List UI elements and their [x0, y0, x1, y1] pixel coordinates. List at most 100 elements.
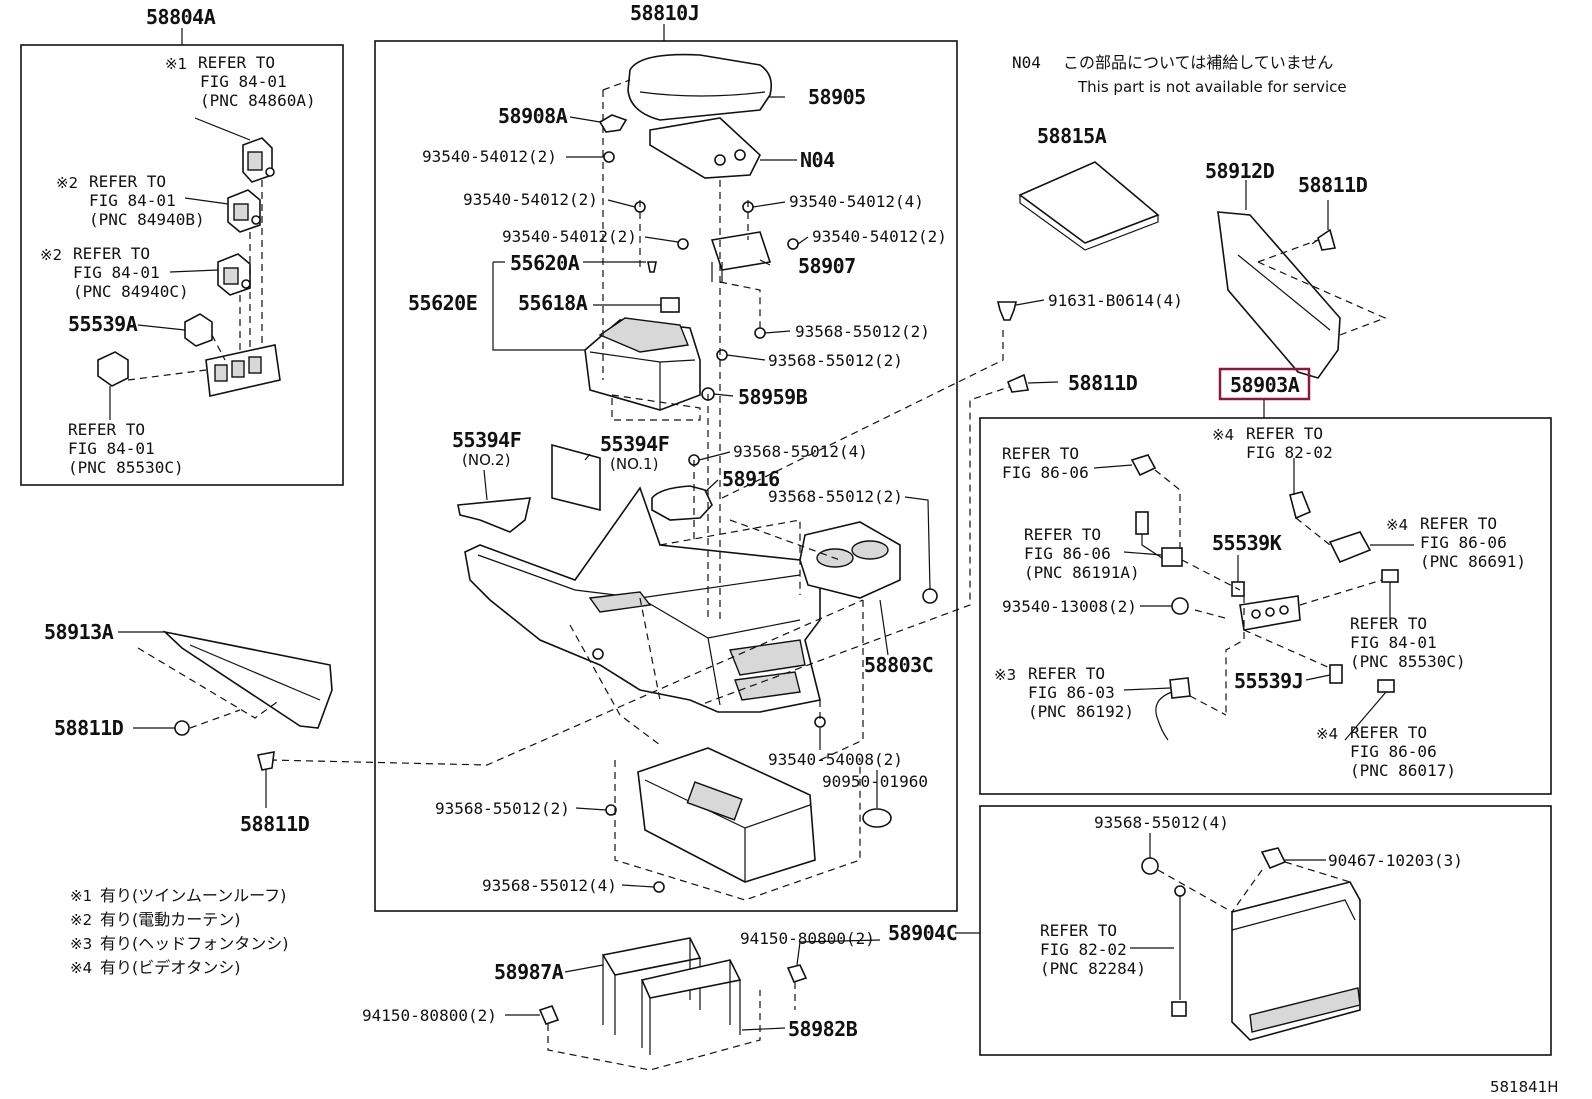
- svg-text:FIG 86-06: FIG 86-06: [1024, 544, 1111, 563]
- pad-55394F-no2: [457, 497, 532, 533]
- svg-text:※4: ※4: [70, 959, 92, 977]
- console-rear-58904C: [1231, 881, 1361, 1041]
- label-58907: 58907: [798, 254, 856, 278]
- label-58810J: 58810J: [630, 1, 699, 25]
- svg-text:N04: N04: [1012, 53, 1041, 72]
- svg-text:REFER TO: REFER TO: [1028, 664, 1105, 683]
- label-58905: 58905: [808, 85, 866, 109]
- group-box-58904C: [979, 805, 1552, 1056]
- svg-text:有り(電動カーテン): 有り(電動カーテン): [100, 910, 241, 929]
- svg-text:(PNC 84860A): (PNC 84860A): [200, 91, 316, 110]
- refer-86192: ※3 REFER TO FIG 86-03 (PNC 86192): [994, 664, 1134, 721]
- console-inner-box-55620E: [584, 317, 701, 411]
- svg-text:FIG 86-03: FIG 86-03: [1028, 683, 1115, 702]
- group-box-58810J: [374, 40, 958, 912]
- grommet-90950-01960: [862, 808, 892, 828]
- label-93540-54012-2d: 93540-54012(2): [812, 227, 947, 246]
- refer-82-02: ※4 REFER TO FIG 82-02: [1212, 424, 1333, 462]
- svg-text:※2: ※2: [40, 246, 62, 264]
- svg-text:This part is not available for: This part is not available for service: [1077, 78, 1347, 96]
- svg-text:FIG 86-06: FIG 86-06: [1350, 742, 1437, 761]
- label-58811D-d: 58811D: [240, 812, 310, 836]
- hinge-58907: [710, 231, 772, 282]
- label-90467-10203-3: 90467-10203(3): [1328, 851, 1463, 870]
- refer-82284: REFER TO FIG 82-02 (PNC 82284): [1040, 921, 1146, 978]
- svg-text:REFER TO: REFER TO: [89, 172, 166, 191]
- svg-text:FIG 86-06: FIG 86-06: [1002, 463, 1089, 482]
- availability-note: N04 この部品については補給していません This part is not a…: [1012, 53, 1347, 96]
- clip-58811D-a: [1317, 228, 1337, 251]
- svg-text:この部品については補給していません: この部品については補給していません: [1063, 53, 1333, 72]
- label-93568-55012-2c: 93568-55012(2): [768, 487, 903, 506]
- svg-text:(PNC 86017): (PNC 86017): [1350, 761, 1456, 780]
- svg-text:(PNC 86691): (PNC 86691): [1420, 552, 1526, 571]
- label-94150-80800-2b: 94150-80800(2): [362, 1006, 497, 1025]
- switch-84940C: [217, 253, 251, 296]
- svg-text:REFER TO: REFER TO: [1040, 921, 1117, 940]
- refer-86017: ※4 REFER TO FIG 86-06 (PNC 86017): [1316, 723, 1456, 780]
- svg-text:FIG 84-01: FIG 84-01: [89, 191, 176, 210]
- svg-text:FIG 84-01: FIG 84-01: [68, 439, 155, 458]
- nut-94150-80800-b: [538, 1005, 560, 1025]
- footnotes: ※1 有り(ツインムーンルーフ) ※2 有り(電動カーテン) ※3 有り(ヘッド…: [70, 886, 289, 977]
- pad-58916: [651, 485, 713, 521]
- connector-82-02: [1289, 491, 1312, 520]
- svg-text:REFER TO: REFER TO: [1246, 424, 1323, 443]
- nut-90467-10203: [1260, 847, 1287, 870]
- nut-94150-80800-a: [786, 964, 808, 983]
- screw-93540-13008: [1171, 597, 1189, 615]
- svg-text:(PNC 86192): (PNC 86192): [1028, 702, 1134, 721]
- harness-86192: [1155, 677, 1191, 741]
- svg-text:REFER TO: REFER TO: [198, 53, 275, 72]
- label-no2: (NO.2): [462, 451, 510, 469]
- svg-text:※2: ※2: [70, 911, 92, 929]
- switch-panel: [205, 344, 281, 397]
- svg-text:REFER TO: REFER TO: [73, 244, 150, 263]
- label-93540-13008-2: 93540-13008(2): [1002, 597, 1137, 616]
- label-90950-01960: 90950-01960: [822, 772, 928, 791]
- pad-55394F-no1: [551, 443, 601, 512]
- trim-58913A: [162, 630, 333, 729]
- leaders: [109, 96, 1414, 1031]
- label-93568-55012-2d: 93568-55012(2): [435, 799, 570, 818]
- svg-text:※1: ※1: [165, 55, 187, 73]
- label-55539J: 55539J: [1234, 669, 1303, 693]
- label-58803C: 58803C: [864, 653, 933, 677]
- armrest-lid-58905: [627, 53, 773, 121]
- label-58912D: 58912D: [1205, 159, 1275, 183]
- label-58987A: 58987A: [494, 960, 564, 984]
- label-58804A: 58804A: [146, 5, 216, 29]
- label-91631-B0614-4: 91631-B0614(4): [1048, 291, 1183, 310]
- clip-85530C: [1381, 569, 1399, 583]
- switch-84860A: [242, 137, 275, 183]
- svg-text:(PNC 85530C): (PNC 85530C): [1350, 652, 1466, 671]
- group-box-58903A: [979, 417, 1552, 795]
- label-93540-54008-2: 93540-54008(2): [768, 750, 903, 769]
- svg-text:FIG 84-01: FIG 84-01: [200, 72, 287, 91]
- refer-86191A: REFER TO FIG 86-06 (PNC 86191A): [1024, 525, 1140, 582]
- svg-text:REFER TO: REFER TO: [1002, 444, 1079, 463]
- harness-82284: [1171, 885, 1187, 1017]
- label-93540-54012-2b: 93540-54012(2): [463, 190, 598, 209]
- label-93568-55012-2a: 93568-55012(2): [795, 322, 930, 341]
- refer-86-06: REFER TO FIG 86-06: [1002, 444, 1089, 482]
- label-55394F-no1: 55394F: [600, 432, 669, 456]
- label-58811D-c: 58811D: [54, 716, 124, 740]
- label-58903A[interactable]: 58903A: [1230, 373, 1300, 397]
- label-93568-55012-4c: 93568-55012(4): [1094, 813, 1229, 832]
- label-93540-54012-4: 93540-54012(4): [789, 192, 924, 211]
- socket-55539J: [1329, 664, 1343, 684]
- refer-85530C-right: REFER TO FIG 84-01 (PNC 85530C): [1350, 614, 1466, 671]
- label-58908A: 58908A: [498, 104, 568, 128]
- label-93568-55012-4a: 93568-55012(4): [733, 442, 868, 461]
- svg-text:※2: ※2: [56, 174, 78, 192]
- clip-58811D-d: [257, 751, 275, 771]
- pad-58815A: [1018, 161, 1160, 251]
- label-no1: (NO.1): [610, 455, 658, 473]
- svg-text:REFER TO: REFER TO: [1350, 723, 1427, 742]
- highlight-58903A[interactable]: [1218, 367, 1311, 401]
- screw-93568-55012-4: [1141, 857, 1159, 875]
- cup-holder-58803C: [799, 521, 901, 599]
- diagram-id: 581841H: [1490, 1078, 1559, 1096]
